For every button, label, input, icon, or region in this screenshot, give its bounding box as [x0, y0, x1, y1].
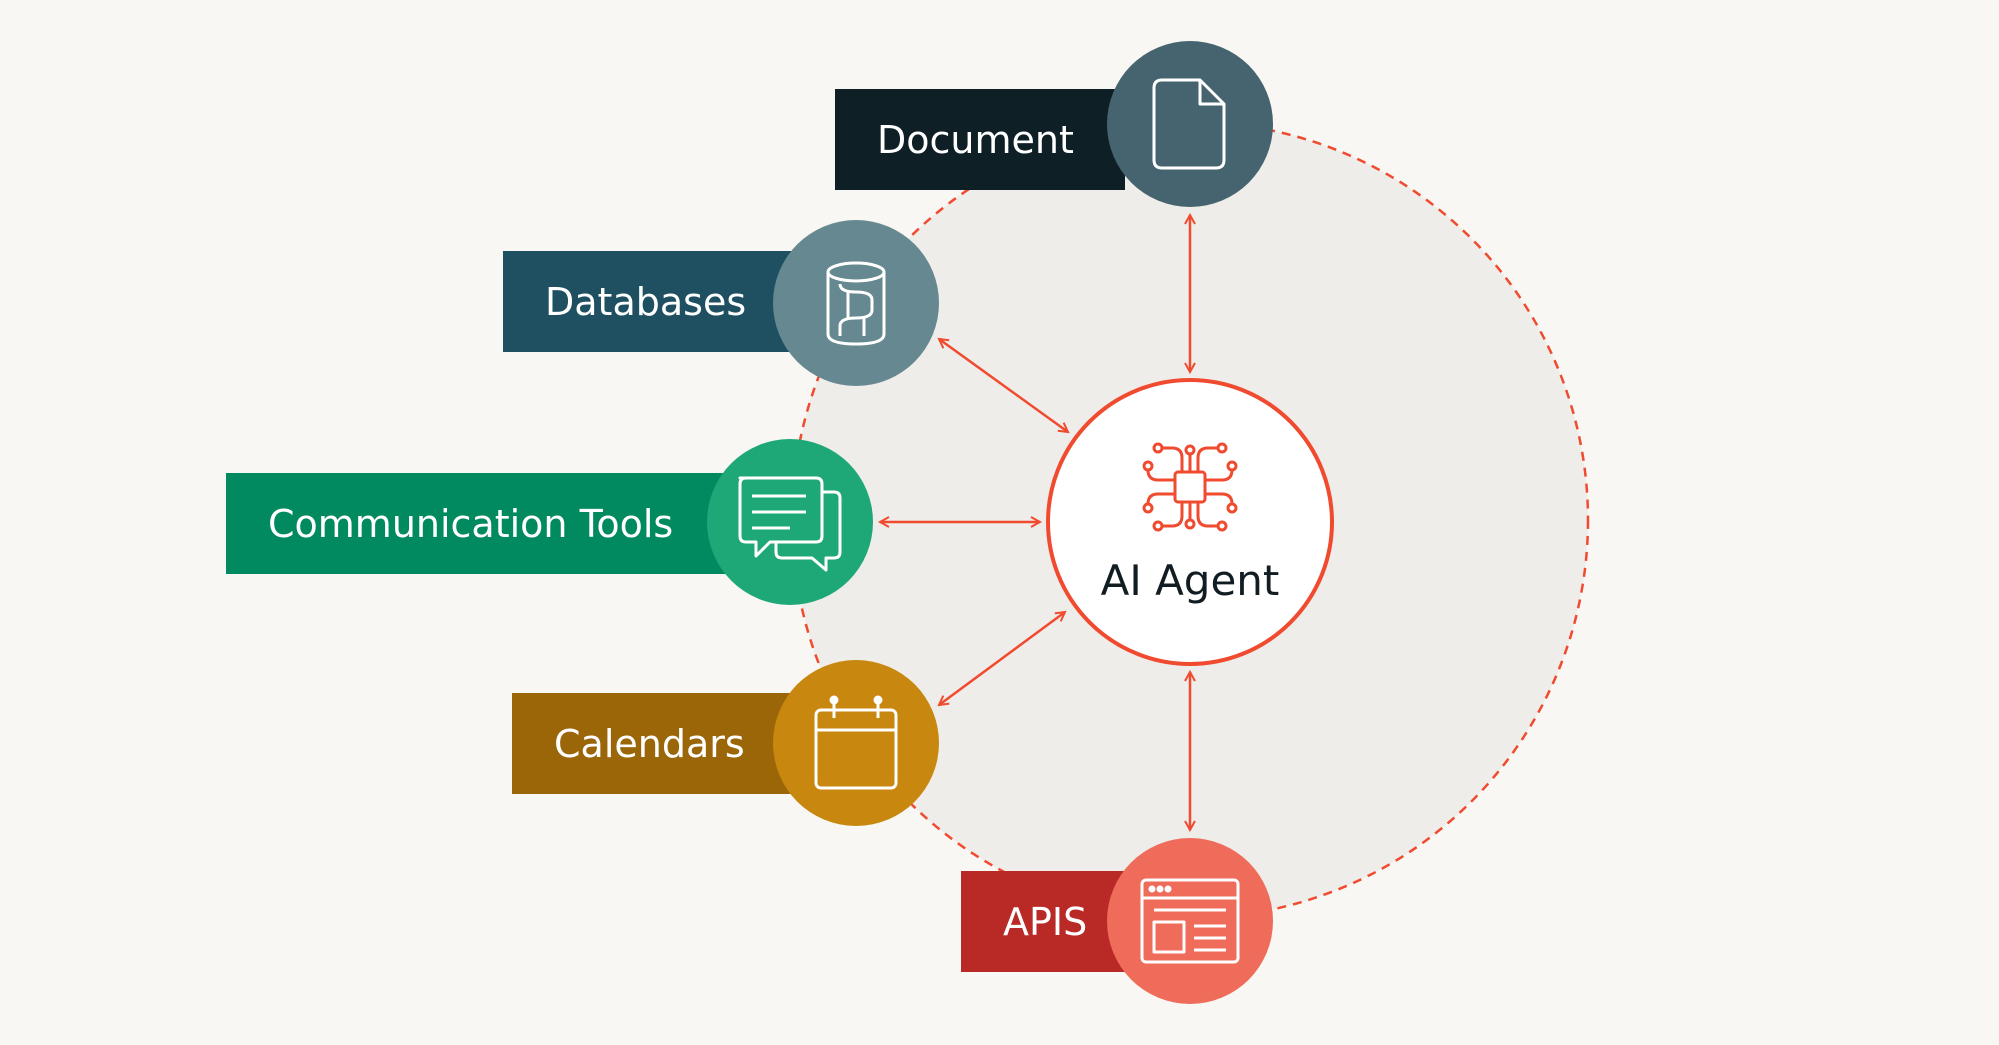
databases-label-text: Databases	[545, 279, 747, 324]
communication-label-text: Communication Tools	[268, 501, 674, 546]
label-communication-tools[interactable]: Communication Tools	[226, 473, 736, 574]
connectors	[880, 215, 1190, 830]
calendars-label-text: Calendars	[554, 721, 745, 766]
ai-agent-node[interactable]: AI Agent	[1046, 378, 1334, 666]
document-label-text: Document	[877, 117, 1074, 162]
connector-calendars	[939, 612, 1065, 705]
apis-label-text: APIS	[1003, 899, 1088, 944]
label-calendars[interactable]: Calendars	[512, 693, 802, 794]
connector-databases	[939, 339, 1068, 432]
ai-chip-icon	[1142, 442, 1238, 532]
label-document[interactable]: Document	[835, 89, 1125, 190]
label-databases[interactable]: Databases	[503, 251, 803, 352]
label-apis[interactable]: APIS	[961, 871, 1141, 972]
ai-agent-label: AI Agent	[1101, 556, 1280, 605]
